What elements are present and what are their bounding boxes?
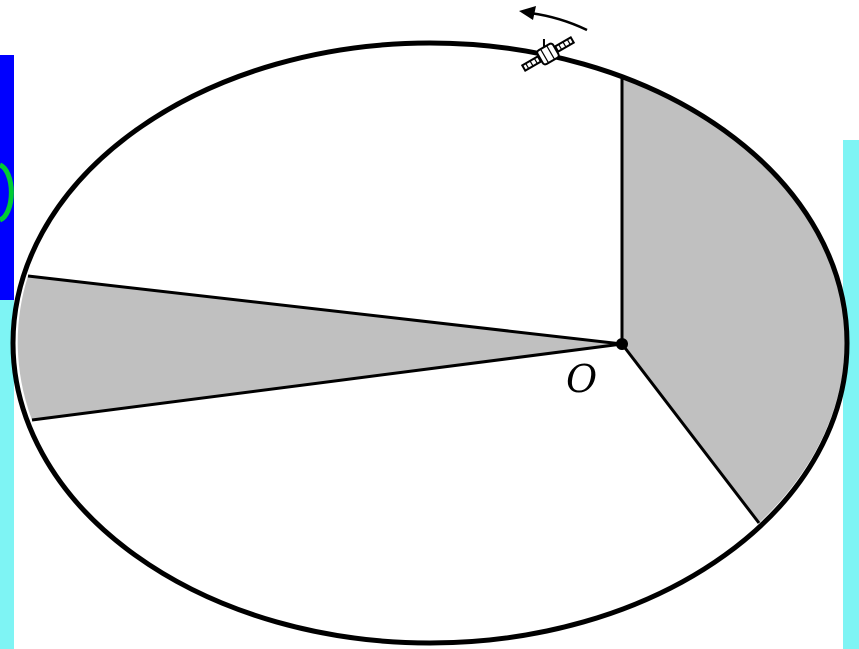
radius-line-lower-right (620, 343, 761, 524)
shaded-sector-left (17, 276, 623, 420)
focus-label: O (566, 357, 597, 401)
shaded-sector-right (622, 75, 845, 523)
arrow-left-icon (519, 6, 588, 32)
green-ring-fragment (0, 162, 14, 223)
orbit-ellipse (10, 40, 850, 646)
radius-line-upper-left (27, 274, 623, 346)
left-cyan-panel (0, 300, 14, 649)
focus-point (616, 338, 628, 350)
right-cyan-panel (843, 140, 859, 649)
radius-line-lower-left (31, 342, 623, 422)
satellite-icon (520, 36, 576, 72)
